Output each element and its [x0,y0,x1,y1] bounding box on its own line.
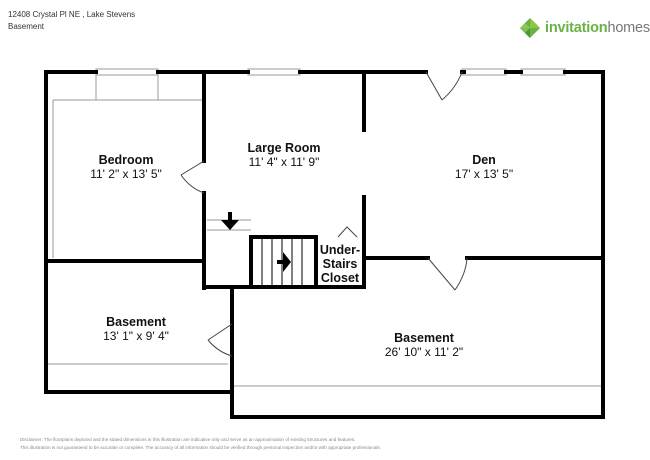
stair-arrows [221,212,291,272]
walls [44,70,605,419]
door-closet-icon [337,226,358,238]
disclaimer-line2: This illustration is not guaranteed to b… [20,445,381,450]
door-basement-small-icon [207,323,233,357]
room-bedroom-dims: 11' 2" x 13' 5" [90,167,162,181]
room-basement-small-name: Basement [106,315,167,329]
room-closet-line1: Under- [320,243,360,257]
disclaimer-line1: Disclaimer: The floorplans depicted and … [20,437,356,442]
room-large-dims: 11' 4" x 11' 9" [249,155,320,169]
room-den-name: Den [472,153,496,167]
stair-arrow-right-head-icon [283,252,291,272]
room-basement-small-dims: 13' 1" x 9' 4" [103,329,169,343]
brand-name-part1: invitation [545,20,608,36]
diamond-logo-icon [520,18,540,38]
room-basement-large-dims: 26' 10" x 11' 2" [385,345,463,359]
door-basement-large-icon [427,257,468,291]
room-large-name: Large Room [248,141,321,155]
doors [180,71,468,357]
room-labels: Bedroom 11' 2" x 13' 5" Large Room 11' 4… [90,141,513,359]
stair-arrow-right-icon [277,260,285,264]
floor-level-label: Basement [8,22,45,31]
room-basement-large-name: Basement [394,331,455,345]
brand-name: invitationhomes [545,20,650,36]
stair-treads [261,239,303,285]
room-closet-line2: Stairs [323,257,358,271]
stair-arrow-down-icon [228,212,232,222]
stair-arrow-down-head-icon [221,220,239,230]
room-closet-line3: Closet [321,271,360,285]
room-den-dims: 17' x 13' 5" [455,167,513,181]
door-den-icon [425,71,463,101]
brand-logo: invitationhomes [519,16,650,40]
property-address: 12408 Crystal Pl NE , Lake Stevens [8,10,136,19]
brand-name-part2: homes [607,20,650,36]
door-bedroom-icon [180,160,205,194]
room-bedroom-name: Bedroom [99,153,154,167]
